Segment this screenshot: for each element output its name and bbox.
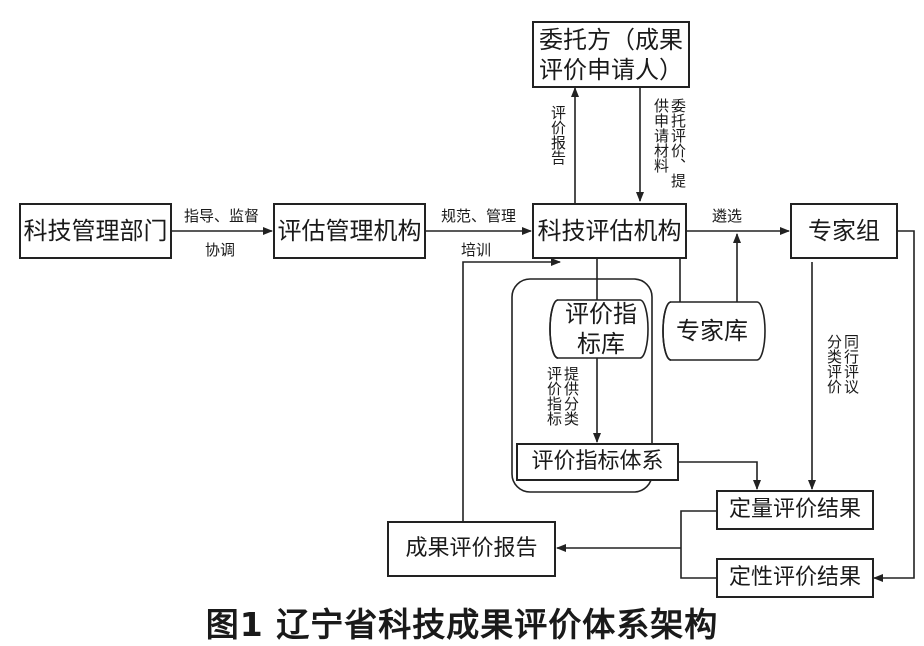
client-line1: 委托方（成果 (539, 25, 683, 54)
node-client: 委托方（成果 评价申请人） (532, 21, 690, 88)
index-lib-line2: 标库 (577, 330, 625, 358)
label-coordinate: 协调 (205, 241, 236, 259)
label-standardize-manage: 规范、管理 (441, 207, 517, 225)
node-expert-lib: 专家库 (676, 317, 748, 345)
node-qual-result: 定性评价结果 (716, 558, 874, 598)
label-commission-apply: 委托评价、提供申请材料 (652, 98, 687, 188)
node-quant-result: 定量评价结果 (716, 490, 874, 530)
label-select: 遴选 (712, 207, 743, 225)
figure-caption: 图1 辽宁省科技成果评价体系架构 (205, 605, 719, 644)
node-dept: 科技管理部门 (19, 203, 172, 259)
node-index-system: 评价指标体系 (516, 443, 679, 481)
label-eval-report: 评价报告 (549, 105, 567, 165)
client-line2: 评价申请人） (539, 55, 683, 84)
node-expert-group: 专家组 (790, 203, 898, 259)
label-train: 培训 (461, 241, 492, 259)
index-group-frame (511, 278, 653, 493)
edge-expert-group-to-qual (873, 230, 915, 582)
node-eval-org: 科技评估机构 (532, 203, 687, 259)
index-lib-line1: 评价指 (565, 300, 637, 328)
edge-results-bracket (680, 510, 716, 579)
edge-system-to-quant (679, 461, 761, 490)
node-report: 成果评价报告 (387, 521, 556, 577)
label-peer-review: 同行评议分类评价 (825, 334, 860, 394)
node-mgmt-org: 评估管理机构 (273, 203, 426, 259)
label-provide-indices: 提供分类评价指标 (545, 366, 580, 426)
edge-report-to-eval (462, 258, 561, 521)
label-guide-supervise: 指导、监督 (184, 207, 260, 225)
node-index-lib: 评价指 标库 (560, 300, 642, 358)
